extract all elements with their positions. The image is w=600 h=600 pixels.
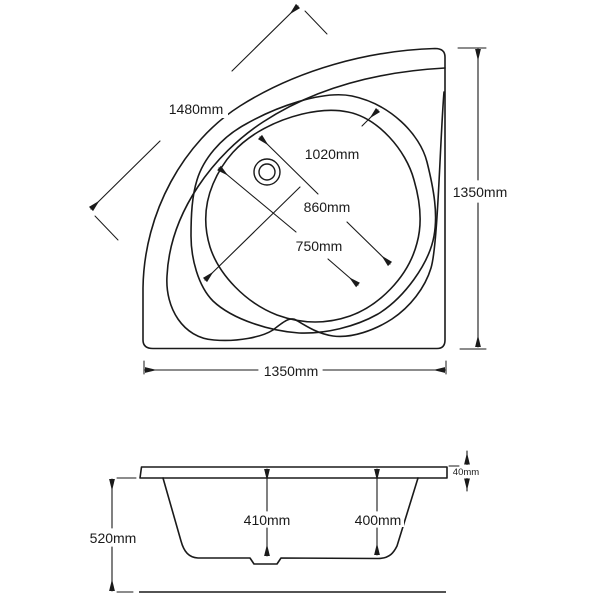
dim-line xyxy=(327,258,360,288)
dim-line xyxy=(361,107,381,127)
dim-extension-tick xyxy=(94,215,119,241)
dim-basin-diagonal-mid: 860mm xyxy=(257,134,393,267)
dim-label-520: 520mm xyxy=(90,530,137,546)
dim-line xyxy=(346,221,393,267)
basin-outer-edge xyxy=(190,94,437,334)
label-background xyxy=(352,512,404,527)
drain xyxy=(253,158,281,186)
dim-label-410: 410mm xyxy=(244,512,291,528)
dim-label-40: 40mm xyxy=(453,467,479,478)
dim-label-400: 400mm xyxy=(355,512,402,528)
side-rim-bar xyxy=(139,466,448,479)
dim-line xyxy=(217,165,297,233)
dim-basin-diagonal-short: 750mm xyxy=(217,165,360,288)
label-background xyxy=(450,183,510,200)
dim-label-1020: 1020mm xyxy=(305,146,359,162)
dim-rim-thickness: 40mm xyxy=(448,450,479,492)
label-background xyxy=(301,144,363,162)
dim-label-1350-right: 1350mm xyxy=(453,184,507,200)
dim-label-1480: 1480mm xyxy=(169,101,223,117)
drain-outer-ring xyxy=(253,158,281,186)
dim-right-edge: 1350mm xyxy=(450,47,510,350)
dim-depth-left: 410mm xyxy=(241,468,293,557)
dim-line xyxy=(231,3,301,72)
dim-label-860: 860mm xyxy=(304,199,351,215)
side-view: 520mm 410mm 400mm 40mm xyxy=(86,450,479,593)
label-background xyxy=(241,512,293,527)
bath-outer-outline xyxy=(142,47,446,350)
dim-depth-right: 400mm xyxy=(352,468,404,556)
label-background xyxy=(259,362,322,379)
bath-rim-inner-edge xyxy=(166,67,446,342)
label-background xyxy=(301,197,354,215)
side-tub-profile xyxy=(162,477,419,565)
top-view: 1480mm 1020mm 860mm 750mm xyxy=(88,3,510,379)
dim-bottom-edge: 1350mm xyxy=(143,360,447,379)
label-background xyxy=(164,98,228,118)
label-background xyxy=(293,236,345,254)
dim-line xyxy=(88,140,161,212)
dim-basin-diagonal-long: 1020mm xyxy=(202,107,381,283)
dim-label-1350-bottom: 1350mm xyxy=(264,363,318,379)
dim-curved-front: 1480mm xyxy=(88,3,328,241)
dim-extension-tick xyxy=(304,10,328,35)
dim-line xyxy=(202,186,301,283)
dim-line xyxy=(257,134,319,195)
drain-inner-ring xyxy=(258,163,276,181)
dim-overall-height: 520mm xyxy=(86,477,140,593)
label-background xyxy=(86,529,140,545)
basin-inner-edge xyxy=(204,109,421,323)
dim-label-750: 750mm xyxy=(296,238,343,254)
